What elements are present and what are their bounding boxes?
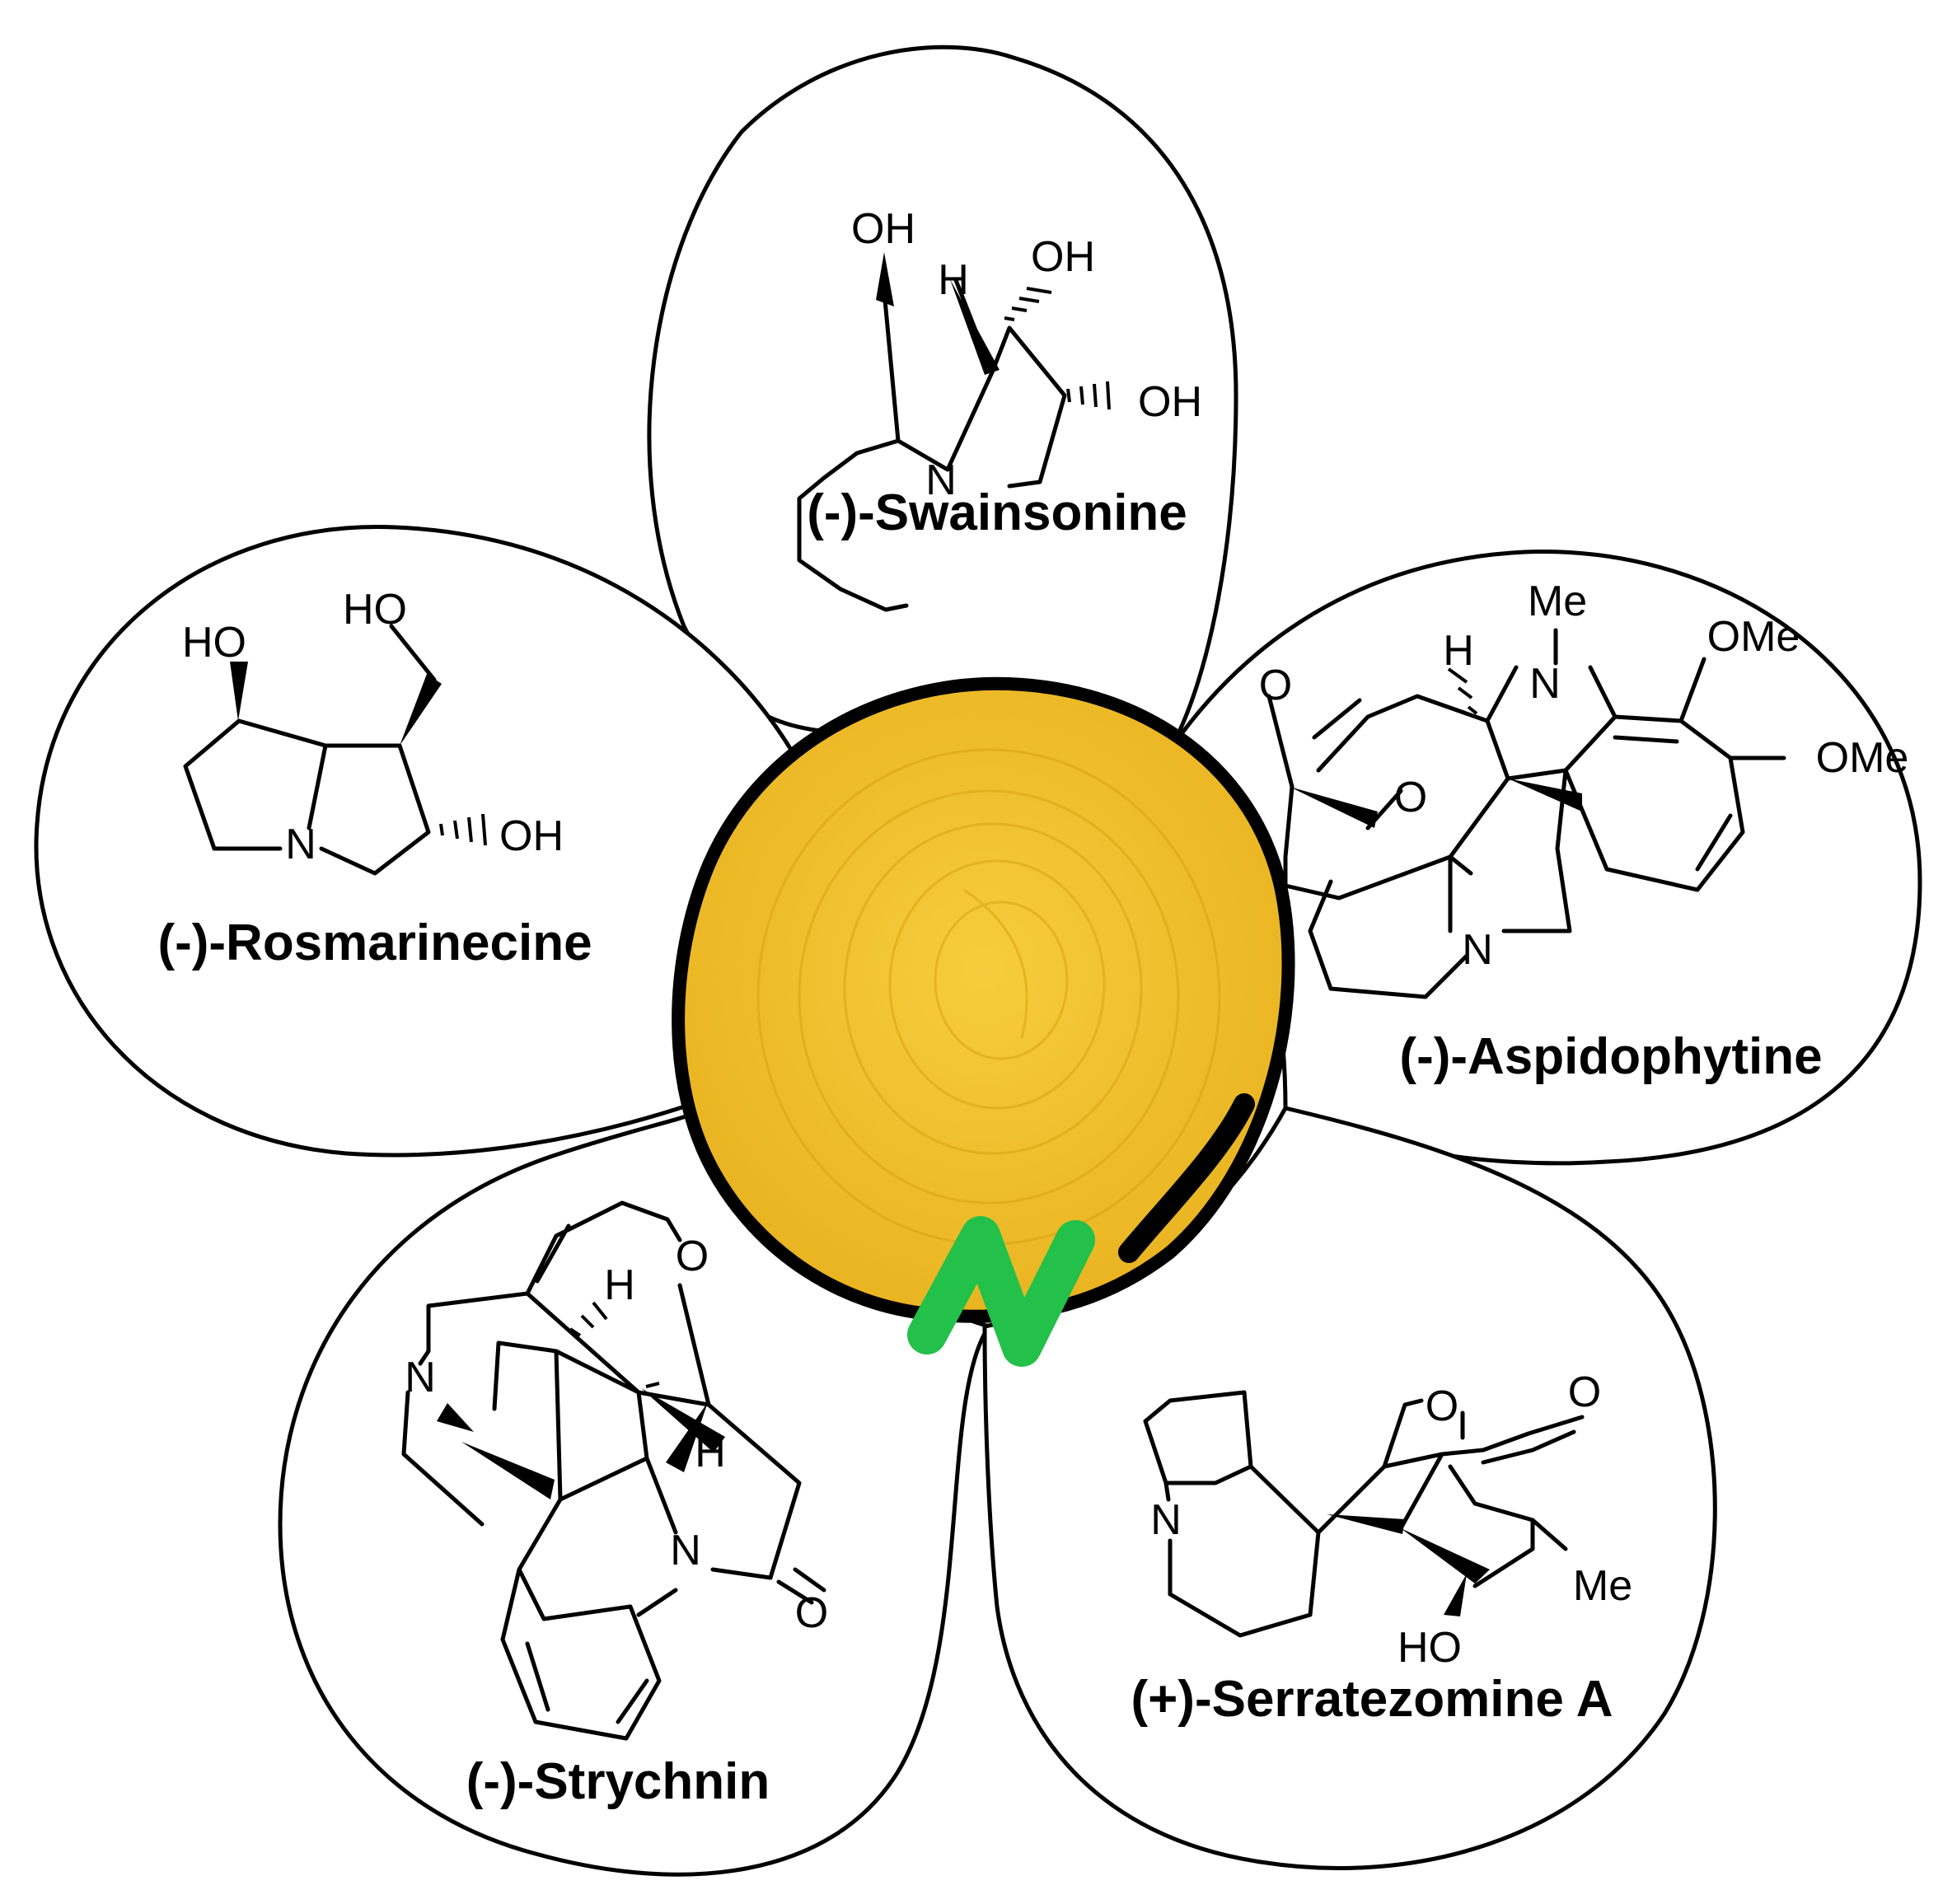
atom-label: OMe xyxy=(1816,734,1909,782)
hash-bond xyxy=(1004,287,1111,410)
atom-label: N xyxy=(670,1527,701,1574)
wedge-bond xyxy=(876,252,894,306)
molecule-name: (-)-Rosmarinecine xyxy=(157,915,592,971)
wedge-bond xyxy=(437,1403,474,1432)
flower-center xyxy=(672,676,1295,1367)
molecule-rosmarinecine: HO HO OH N (-)-Rosmarinecine xyxy=(157,586,592,971)
atom-label: OH xyxy=(499,812,564,860)
wedge-bond xyxy=(641,1388,725,1453)
atom-label: HO xyxy=(1398,1624,1462,1672)
wedge-bond xyxy=(1290,787,1378,828)
atom-label: N xyxy=(1462,926,1493,974)
molecule-aspidophytine: Me OMe OMe H N N O O (-)-Aspidophytine xyxy=(1259,578,1909,1085)
atom-label: N xyxy=(925,456,957,504)
bond-lines xyxy=(183,624,437,876)
atom-label: N xyxy=(1529,660,1561,708)
atom-label: H xyxy=(938,256,969,304)
atom-label: N xyxy=(405,1354,436,1401)
wedge-bond xyxy=(666,1402,708,1472)
atom-label: H xyxy=(1443,627,1474,675)
atom-label: HO xyxy=(182,619,246,667)
atom-label: N xyxy=(1150,1496,1182,1544)
molecule-name: (+)-Serratezomine A xyxy=(1131,1671,1613,1728)
wedge-bond xyxy=(1401,1528,1490,1584)
atom-label: N xyxy=(285,821,316,868)
wedge-bond xyxy=(461,1442,555,1499)
atom-label: Me xyxy=(1528,578,1587,625)
atom-label: HO xyxy=(343,586,407,634)
bond-lines xyxy=(401,1200,826,1741)
hash-bond xyxy=(439,813,487,846)
molecule-strychnin: O H H N N O (-)-Strychnin xyxy=(401,1200,828,1810)
atom-label: O xyxy=(1568,1368,1601,1416)
atom-label: O xyxy=(1259,662,1292,709)
bond-lines xyxy=(1143,1390,1585,1638)
atom-label: O xyxy=(1426,1382,1458,1430)
n-letter-icon xyxy=(907,1216,1095,1367)
atom-label: H xyxy=(604,1261,635,1309)
wedge-bond xyxy=(230,662,248,721)
atom-label: O xyxy=(1394,774,1427,821)
molecule-name: (-)-Swainsonine xyxy=(807,484,1187,541)
atom-label: Me xyxy=(1573,1562,1632,1610)
atom-label: O xyxy=(795,1589,828,1637)
hash-bond xyxy=(569,1301,660,1388)
molecule-swainsonine: OH OH OH H N (-)-Swainsonine xyxy=(797,205,1202,612)
bond-lines xyxy=(797,278,1067,612)
petal-swainsonine xyxy=(647,44,1238,752)
atom-label: H xyxy=(695,1429,726,1476)
wedge-bond xyxy=(400,674,442,746)
molecule-name: (-)-Aspidophytine xyxy=(1399,1028,1822,1085)
atom-label: OH xyxy=(1138,378,1202,426)
atom-label: OH xyxy=(851,205,915,253)
center-black-stroke xyxy=(1118,1093,1255,1263)
hash-bond xyxy=(1447,667,1478,715)
atom-label: OH xyxy=(1031,233,1095,281)
center-texture xyxy=(756,748,1221,1246)
wedge-bond xyxy=(1444,1574,1467,1616)
molecule-serratezomine: O O N Me HO (+)-Serratezomine A xyxy=(1131,1368,1632,1728)
atom-label: O xyxy=(676,1233,709,1280)
bond-lines xyxy=(1266,628,1786,999)
molecule-name: (-)-Strychnin xyxy=(466,1753,770,1810)
petals xyxy=(34,44,1922,1877)
atom-label: OMe xyxy=(1707,613,1800,661)
wedge-bond xyxy=(1327,1514,1405,1534)
petal-serratezomine xyxy=(982,1106,1717,1870)
